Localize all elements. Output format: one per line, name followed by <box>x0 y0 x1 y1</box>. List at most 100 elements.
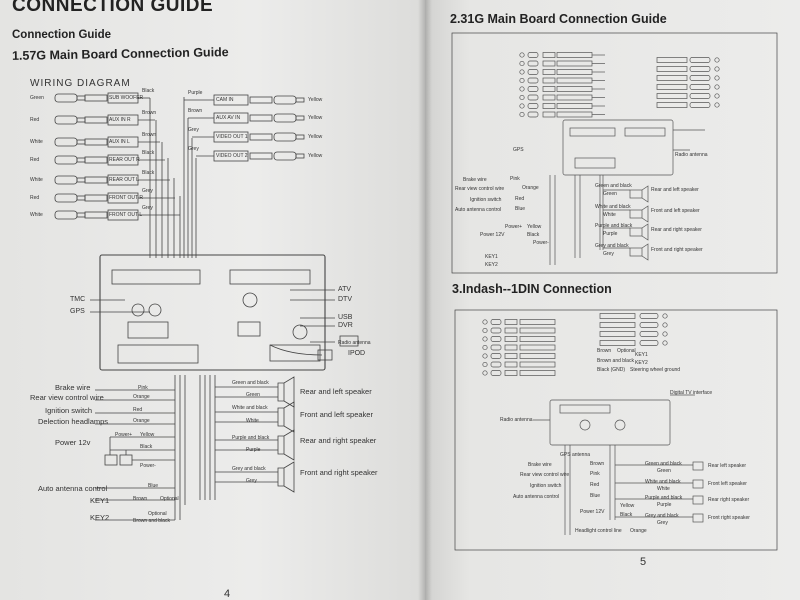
s3-rca-plug <box>490 370 502 376</box>
s2-rca-right-tag <box>656 84 688 90</box>
s2-radio-label: Radio antenna <box>675 152 708 158</box>
s3-rca-right-tag <box>599 313 636 319</box>
s3-k1: KEY1 <box>635 352 648 358</box>
s3-rca-right-index <box>662 331 668 337</box>
speaker-label: Rear and right speaker <box>300 436 377 445</box>
s3-rca-right-plug <box>639 322 659 328</box>
rca-left-plug-body <box>54 155 78 165</box>
rca-left-tag-label: REAR OUT R <box>109 157 140 163</box>
rca-left-sleeve <box>84 94 108 102</box>
s2-wire-label: Brake wire <box>463 177 487 183</box>
s2-rca-sleeve <box>542 52 556 58</box>
rca-right-plug-body <box>273 95 297 105</box>
s2-wire-color: Red <box>515 196 525 202</box>
s2-power-minus: Power- <box>533 240 549 246</box>
right-page: 2.31G Main Board Connection Guide 3.Inda… <box>425 0 800 600</box>
s2-rca-sleeve <box>542 86 556 92</box>
s2-wire-color: Pink <box>510 176 520 182</box>
s2-power-plus-color: Yellow <box>527 224 542 230</box>
rca-right-tag-label: VIDEO OUT 2 <box>216 153 248 159</box>
s3-speaker-wire-1: Purple and black <box>645 495 683 501</box>
s2-rca-right-tag <box>656 102 688 108</box>
s2-wire-label: Rear view control wire <box>455 186 505 192</box>
s3-digital-tv: Digital TV interface <box>670 390 713 396</box>
s2-rca-index <box>519 52 525 58</box>
s2-rca-right-index <box>714 102 720 108</box>
rca-right-color: Yellow <box>308 134 323 140</box>
rca-left-plug-body <box>54 210 78 220</box>
rca-right-wire-color: Grey <box>188 127 199 133</box>
s2-rca-plug <box>527 77 539 84</box>
s2-rca-tag <box>556 77 593 84</box>
s2-rca-right-plug <box>689 93 711 99</box>
s2-speaker-wire-1: Green and black <box>595 183 632 189</box>
s3-k2-color: Brown and black <box>597 358 634 364</box>
s3-speaker-wire-1: White and black <box>645 479 681 485</box>
s3-speaker-wire-1: Green and black <box>645 461 682 467</box>
s2-rca-right-tag <box>656 93 688 99</box>
rca-left-sleeve <box>84 138 108 146</box>
s2-gps-label: GPS <box>513 147 524 153</box>
s2-power-ground: Black <box>527 232 540 238</box>
rca-left-plug-body <box>54 175 78 185</box>
s3-rca-right-tag <box>599 322 636 328</box>
s2-rca-tag <box>556 52 593 58</box>
s3-rca-index <box>482 344 488 351</box>
section-title-2: 2.31G Main Board Connection Guide <box>450 12 667 26</box>
rca-left-sleeve <box>84 156 108 164</box>
section-title-3: 3.Indash--1DIN Connection <box>452 282 612 296</box>
s3-rca-right-plug <box>639 313 659 319</box>
rca-right-plug-tip <box>295 115 305 121</box>
s2-wire-color: Orange <box>522 185 539 191</box>
s3-rca-sleeve <box>504 327 518 334</box>
rca-left-tag-label: AUX IN R <box>109 117 131 123</box>
s3-wire-color: Red <box>590 482 600 488</box>
s3-wire-label: Auto antenna control <box>513 494 560 500</box>
s2-speaker-label: Rear and right speaker <box>651 227 702 233</box>
rca-left-color: Red <box>30 117 40 123</box>
radio-antenna-label: Radio antenna <box>338 340 371 346</box>
rca-left-sleeve <box>84 176 108 184</box>
s3-rca-tag <box>519 361 556 368</box>
s2-rca-tag <box>556 103 593 109</box>
s3-rca-right-plug <box>639 331 659 337</box>
s3-rca-plug <box>490 361 502 368</box>
s2-wire-color: Blue <box>515 206 526 212</box>
speaker-wire-2: White <box>246 418 259 424</box>
s3-speaker-wire-1: Grey and black <box>645 513 679 519</box>
left-wire-color: Orange <box>133 394 150 400</box>
s2-key2: KEY2 <box>485 262 498 268</box>
rca-left-wire-color: Black <box>142 150 155 156</box>
s2-rca-right-plug <box>689 75 711 81</box>
rca-right-tag <box>213 112 249 124</box>
atv-label: ATV <box>338 286 352 293</box>
page-number-right: 5 <box>640 556 647 568</box>
power-plus-color: Yellow <box>140 432 155 438</box>
s3-wire-color: Blue <box>590 493 601 499</box>
rca-right-plug-tip <box>295 97 305 103</box>
s3-steer: Steering wheel ground <box>630 367 681 373</box>
s3-wire-label: Brake wire <box>528 462 552 468</box>
rca-left-wire-color: Grey <box>142 205 153 211</box>
ipod-label: IPOD <box>348 350 366 357</box>
s2-rca-tag <box>556 60 593 67</box>
left-wire-label: Delection headlamps <box>38 417 109 426</box>
left-page: CONNECTION GUIDE Connection Guide 1.57G … <box>0 0 425 600</box>
s3-speaker-label: Front right speaker <box>708 515 750 521</box>
s2-rca-right-plug <box>689 102 711 108</box>
rca-right-tag-label: CAM IN <box>216 97 234 103</box>
rca-right-plug-body <box>273 151 297 161</box>
speaker-wire-2: Purple <box>246 447 261 453</box>
s3-power-ground: Black <box>620 512 633 518</box>
s3-headlight: Headlight control line <box>575 528 622 534</box>
s2-rca-sleeve <box>542 111 556 118</box>
left-wire-label: Brake wire <box>55 383 91 392</box>
s3-rca-right-index <box>662 313 668 319</box>
dvr-label: DVR <box>338 322 353 329</box>
s3-wire-color: Pink <box>590 471 600 477</box>
s2-rca-right-index <box>714 57 720 63</box>
rca-right-sleeve <box>249 152 273 160</box>
rca-left-color: Red <box>30 157 40 163</box>
rca-right-plugs <box>184 94 305 162</box>
bottom-wire-note: Optional <box>160 496 179 502</box>
